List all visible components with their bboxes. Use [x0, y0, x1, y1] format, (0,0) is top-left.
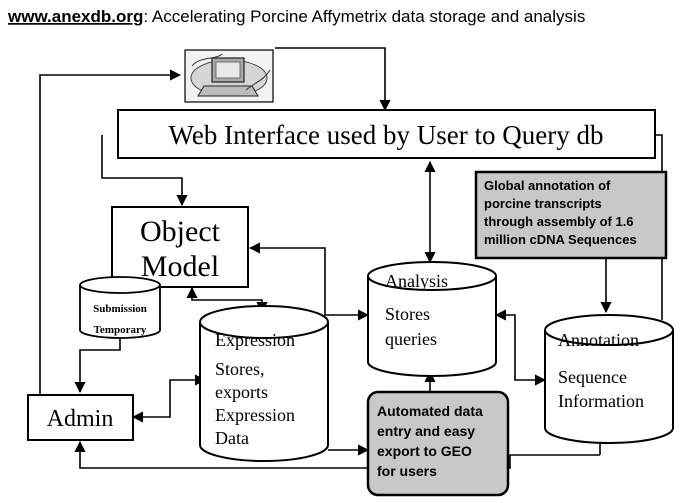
annotation-line-1: Sequence	[558, 367, 627, 387]
automated-line-1: Automated data	[377, 403, 483, 419]
page-title: www.anexdb.org: Accelerating Porcine Aff…	[7, 7, 585, 26]
submission-to-admin-arrow	[74, 335, 121, 394]
global-line-1: Global annotation of	[484, 178, 611, 193]
expression-line-1: Stores,	[215, 359, 265, 379]
computer-to-web-arrow	[275, 47, 391, 112]
title-tagline: : Accelerating Porcine Affymetrix data s…	[143, 7, 585, 26]
object-analysis-arrow	[248, 242, 370, 321]
computer-icon	[184, 49, 274, 103]
global-line-4: million cDNA Sequences	[484, 232, 637, 247]
bottom-to-admin-arrow	[74, 440, 545, 469]
web-interface-box	[117, 109, 656, 159]
expression-title: Expression	[215, 330, 295, 350]
global-line-3: through assembly of 1.6	[484, 214, 634, 229]
connectors	[39, 47, 663, 469]
submission-db	[79, 276, 161, 339]
web-interface-label: Web Interface used by User to Query db	[169, 120, 604, 150]
annotation-line-2: Information	[558, 391, 644, 411]
temporary-label: Temporary	[94, 324, 147, 336]
expression-line-2: exports	[215, 382, 268, 402]
automated-line-3: export to GEO	[377, 443, 472, 459]
object-model-label-1: Object	[140, 215, 221, 248]
expression-db	[199, 305, 329, 462]
object-model-box	[111, 206, 249, 288]
global-annotation-box	[474, 170, 668, 260]
global-line-2: porcine transcripts	[484, 196, 602, 211]
annotation-title: Annotation	[558, 330, 639, 350]
automated-line-4: for users	[377, 463, 437, 479]
admin-expression-arrow	[131, 374, 207, 423]
analysis-db	[367, 261, 497, 377]
submission-label: Submission	[93, 303, 147, 315]
automated-entry-box	[366, 390, 510, 497]
analysis-line-2: queries	[385, 329, 437, 349]
expression-line-4: Data	[215, 428, 249, 448]
analysis-line-1: Stores	[385, 304, 430, 324]
annotation-db	[544, 314, 674, 444]
site-link: www.anexdb.org	[7, 7, 143, 26]
expression-line-3: Expression	[215, 405, 295, 425]
object-model-label-2: Model	[141, 250, 219, 283]
admin-to-computer-arrow	[39, 69, 182, 395]
admin-label: Admin	[47, 406, 114, 432]
analysis-annotation-arrow	[494, 309, 547, 386]
admin-box	[27, 394, 134, 441]
web-to-object-arrow	[101, 135, 188, 207]
analysis-title: Analysis	[385, 271, 448, 291]
automated-line-2: entry and easy	[377, 423, 475, 439]
